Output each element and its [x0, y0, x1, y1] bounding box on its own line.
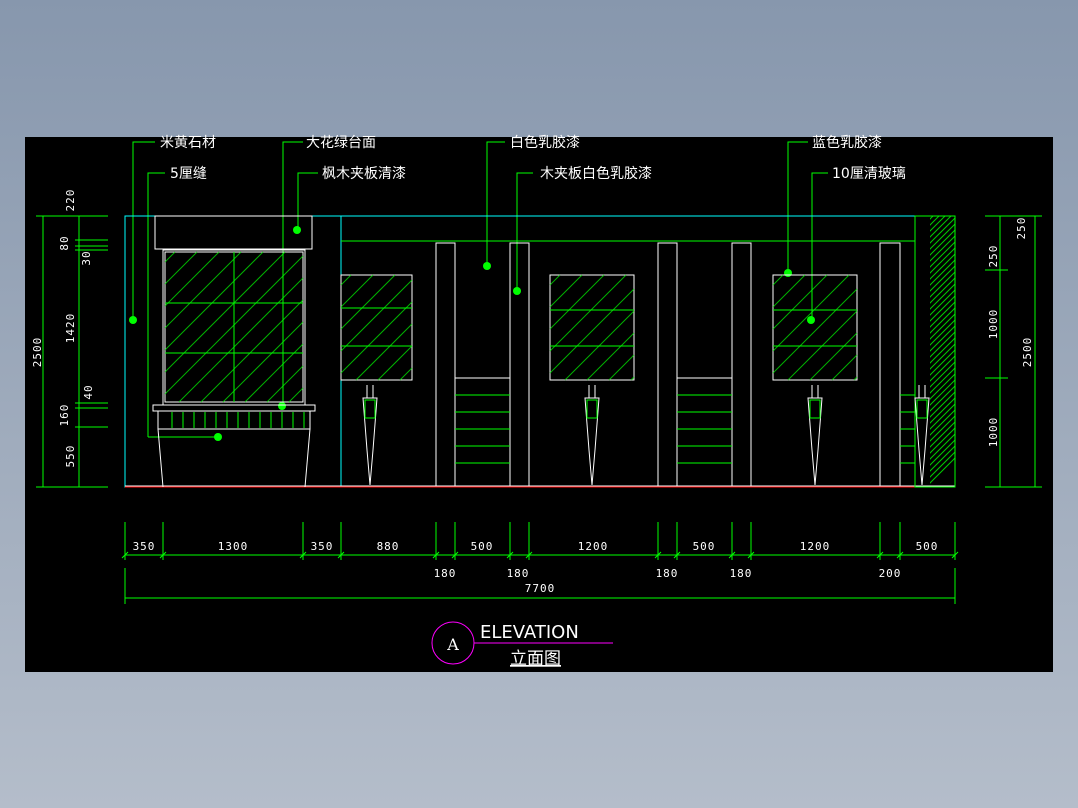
left-dim-labels: 2500 220 80 30 1420 40 160 550 [31, 189, 95, 468]
bottom-dim-labels: 350 1300 350 880 500 1200 500 1200 500 180 180 180 1… [133, 540, 939, 580]
elevation-title: A ELEVATION 立面图 [431, 621, 613, 669]
left-dim-40: 40 [82, 384, 95, 399]
left-dim-160: 160 [58, 404, 71, 427]
right-dim-250: 250 [987, 245, 1000, 268]
callout-dots [129, 226, 815, 441]
bottom-dim-label: 500 [471, 540, 494, 553]
callout-green-marble: 大花绿台面 [306, 135, 376, 151]
bottom-dim-label: 180 [507, 567, 530, 580]
left-dimensions [36, 215, 108, 488]
right-total-dim: 2500 [1021, 337, 1034, 368]
right-dim-1000a: 1000 [987, 309, 1000, 340]
callout-blue-latex: 蓝色乳胶漆 [812, 134, 882, 151]
bottom-dim-label: 200 [879, 567, 902, 580]
right-dim-labels: 250 2500 250 1000 1000 [987, 217, 1034, 448]
right-dimensions [985, 215, 1042, 488]
callout-white-latex: 白色乳胶漆 [510, 134, 580, 151]
bottom-dim-label: 1200 [578, 540, 609, 553]
callout-maple-plywood: 枫木夹板清漆 [322, 166, 406, 182]
bottom-dim-label: 500 [916, 540, 939, 553]
title-chinese: 立面图 [510, 649, 561, 669]
right-dim-top: 250 [1015, 217, 1028, 240]
callout-leaders [132, 141, 828, 437]
callout-clear-glass: 10厘清玻璃 [832, 165, 906, 182]
total-width-dim: 7700 [525, 582, 556, 595]
callout-gap: 5厘缝 [170, 166, 207, 182]
bottom-dim-label: 880 [377, 540, 400, 553]
bottom-dim-label: 180 [730, 567, 753, 580]
title-english: ELEVATION [480, 622, 579, 643]
bottom-dim-label: 180 [656, 567, 679, 580]
callout-beige-stone: 米黄石材 [160, 134, 216, 151]
callout-plywood-white-latex: 木夹板白色乳胶漆 [540, 165, 652, 182]
bottom-dim-label: 350 [311, 540, 334, 553]
left-total-dim: 2500 [31, 337, 44, 368]
bottom-dim-label: 180 [434, 567, 457, 580]
left-dim-550: 550 [64, 445, 77, 468]
bottom-dim-label: 1300 [218, 540, 249, 553]
wall-elevation [124, 215, 956, 488]
bottom-dim-label: 1200 [800, 540, 831, 553]
left-dim-80: 80 [58, 235, 71, 250]
left-dim-1420: 1420 [64, 313, 77, 344]
left-dim-30: 30 [80, 250, 93, 265]
right-dim-1000b: 1000 [987, 417, 1000, 448]
bottom-dim-label: 500 [693, 540, 716, 553]
left-dim-220: 220 [64, 189, 77, 212]
bottom-dimensions [121, 522, 959, 604]
bottom-dim-label: 350 [133, 540, 156, 553]
section-marker-letter: A [446, 635, 459, 654]
